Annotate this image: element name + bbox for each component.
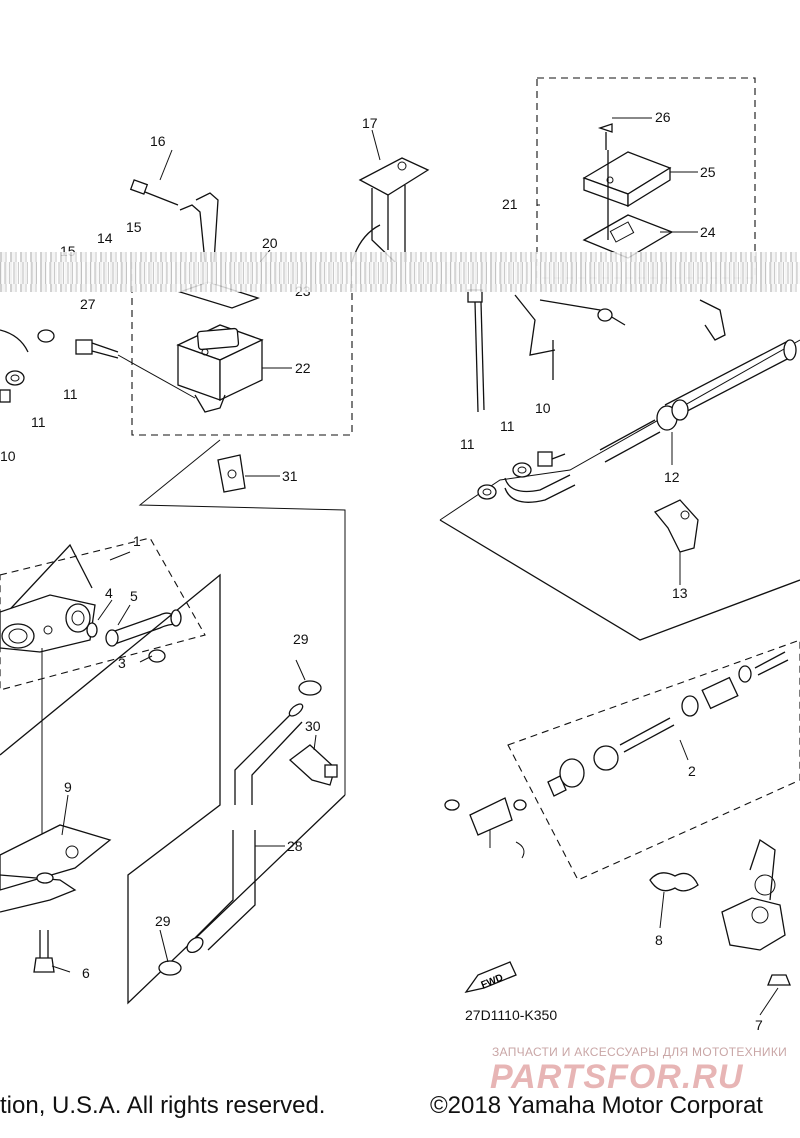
callout-11-right-a: 11	[460, 436, 475, 452]
part-9-bracket	[0, 824, 112, 913]
diagram-code: 27D1110-K350	[465, 1007, 558, 1023]
group-box-1	[0, 537, 206, 691]
callout-14: 14	[97, 230, 113, 246]
callout-12: 12	[664, 469, 680, 485]
callout-13: 13	[672, 585, 688, 601]
callout-6: 6	[82, 965, 90, 981]
callout-29-bottom: 29	[155, 913, 171, 929]
callout-27: 27	[80, 296, 96, 312]
callout-4: 4	[105, 585, 113, 601]
callout-25: 25	[700, 164, 716, 180]
part-22-reservoir	[176, 281, 264, 413]
watermark-brand: PARTSFOR.RU	[490, 1058, 744, 1096]
part-2-pushrod	[547, 651, 789, 797]
watermark-subtitle: ЗАПЧАСТИ И АКСЕССУАРЫ ДЛЯ МОТОТЕХНИКИ	[492, 1045, 788, 1059]
callout-7: 7	[755, 1017, 763, 1033]
part-8-clip	[649, 872, 699, 892]
callout-11-right-b: 11	[500, 418, 515, 434]
callout-10-left: 10	[0, 448, 16, 464]
part-27-bolt	[75, 339, 196, 399]
part-6-bolt	[33, 930, 55, 973]
group-box-20	[131, 262, 353, 436]
part-7-bracket	[721, 838, 791, 986]
part-16-bolt	[129, 179, 219, 263]
callout-22: 22	[295, 360, 311, 376]
part-1-master-cylinder	[0, 594, 182, 880]
part-13-clamp	[653, 499, 699, 553]
part-right-banjo	[477, 451, 576, 503]
part-right-bracket	[514, 294, 726, 380]
part-21-cap-assembly	[582, 123, 674, 259]
callout-9: 9	[64, 779, 72, 795]
part-cable-tie	[467, 289, 485, 413]
part-30-connector	[288, 744, 338, 786]
callout-21: 21	[502, 196, 518, 212]
part-28-hose	[186, 703, 304, 954]
group-box-21	[536, 77, 756, 279]
callout-24: 24	[700, 224, 716, 240]
scan-noise-band-2	[0, 262, 800, 284]
callout-8: 8	[655, 932, 663, 948]
callout-28: 28	[287, 838, 303, 854]
callout-5: 5	[130, 588, 138, 604]
callout-17: 17	[362, 115, 378, 131]
callout-30: 30	[305, 718, 321, 734]
callout-3: 3	[118, 655, 126, 671]
callout-29-top: 29	[293, 631, 309, 647]
part-29-clamp-top	[298, 680, 322, 696]
callout-15-a: 15	[126, 219, 142, 235]
part-12-brake-hose	[599, 339, 797, 463]
part-31-clip	[217, 454, 246, 493]
callout-26: 26	[655, 109, 671, 125]
part-17-bracket	[351, 157, 430, 263]
part-29-clamp-bottom	[158, 960, 182, 976]
fwd-arrow-icon: FWD	[464, 961, 517, 993]
callout-1: 1	[133, 533, 141, 549]
callout-2: 2	[688, 763, 696, 779]
callout-20: 20	[262, 235, 278, 251]
callout-10-right: 10	[535, 400, 551, 416]
copyright-right: ©2018 Yamaha Motor Corporat	[430, 1092, 763, 1119]
group-box-2	[507, 639, 800, 881]
frame-line-hose	[138, 439, 346, 795]
frame-line-right	[439, 519, 800, 641]
part-left-washers	[0, 329, 55, 403]
callout-31: 31	[282, 468, 298, 484]
part-clevis	[444, 797, 527, 859]
copyright-left: tion, U.S.A. All rights reserved.	[0, 1092, 326, 1119]
callout-11-left-a: 11	[63, 386, 78, 402]
frame-line-left	[0, 543, 93, 621]
callout-11-left-b: 11	[31, 414, 46, 430]
callout-16: 16	[150, 133, 166, 149]
